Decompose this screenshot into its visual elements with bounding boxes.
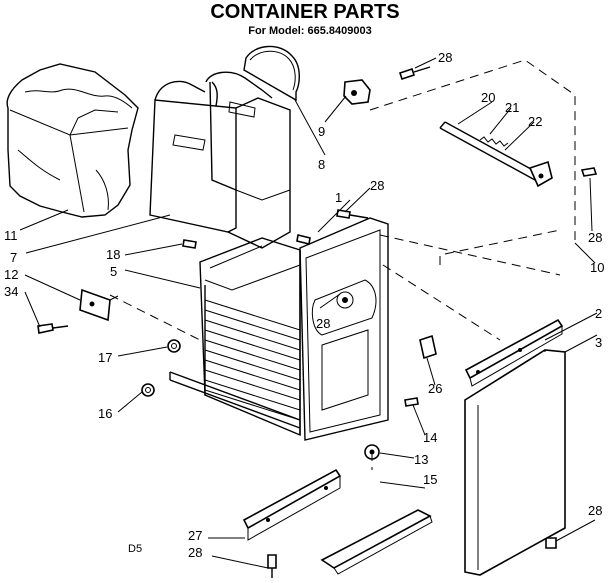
callout-10: 10 bbox=[590, 260, 604, 275]
callout-28-door: 28 bbox=[588, 503, 602, 518]
diagram-code: D5 bbox=[128, 543, 142, 555]
screw-part-18 bbox=[182, 239, 197, 249]
leader-lines bbox=[19, 57, 598, 569]
callout-28-top: 28 bbox=[438, 50, 452, 65]
callout-28-mid: 28 bbox=[370, 178, 384, 193]
callout-18: 18 bbox=[106, 247, 120, 262]
callout-27: 27 bbox=[188, 528, 202, 543]
handle-part-27 bbox=[320, 509, 433, 575]
hinge-bracket-part bbox=[343, 79, 371, 105]
screw-part-1 bbox=[296, 234, 311, 245]
drawer-tray-part bbox=[242, 468, 342, 541]
callout-labels: 28 9 8 20 21 22 1 28 11 7 18 5 12 34 17 … bbox=[4, 50, 604, 560]
screw-part-34 bbox=[37, 323, 69, 334]
door-seal-ring-part bbox=[243, 45, 300, 102]
callout-11: 11 bbox=[4, 228, 18, 243]
callout-28-inner: 28 bbox=[316, 316, 330, 331]
bag-retainer-part bbox=[149, 71, 291, 249]
callout-5: 5 bbox=[110, 264, 117, 279]
screw-bottom-right bbox=[545, 537, 557, 549]
callout-2: 2 bbox=[595, 306, 602, 321]
callout-34: 34 bbox=[4, 284, 18, 299]
door-track-part bbox=[464, 318, 564, 387]
model-number: For Model: 665.8409003 bbox=[248, 25, 372, 37]
callout-9: 9 bbox=[318, 124, 325, 139]
callout-1: 1 bbox=[335, 190, 342, 205]
screw-right bbox=[580, 167, 598, 177]
callout-20: 20 bbox=[481, 90, 495, 105]
callout-12: 12 bbox=[4, 267, 18, 282]
cabinet-frame-part bbox=[199, 237, 301, 437]
callout-17: 17 bbox=[98, 350, 112, 365]
callout-16: 16 bbox=[98, 406, 112, 421]
callout-22: 22 bbox=[528, 114, 542, 129]
slide-rail-part bbox=[169, 371, 301, 429]
callout-3: 3 bbox=[595, 335, 602, 350]
front-door-panel-part bbox=[464, 349, 566, 576]
nut-part-17 bbox=[167, 339, 181, 353]
callout-15: 15 bbox=[423, 472, 437, 487]
linkage-arm-part bbox=[439, 121, 553, 188]
diagram-title: CONTAINER PARTS bbox=[210, 1, 399, 23]
callout-28-bottom: 28 bbox=[188, 545, 202, 560]
callout-7: 7 bbox=[10, 250, 17, 265]
container-bag-part bbox=[6, 63, 139, 218]
nut-part-16 bbox=[141, 383, 155, 397]
callout-21: 21 bbox=[505, 100, 519, 115]
clip-part-26 bbox=[419, 334, 437, 360]
callout-8: 8 bbox=[318, 157, 325, 172]
callout-14: 14 bbox=[423, 430, 437, 445]
screw-mid bbox=[336, 209, 369, 219]
callout-28-right: 28 bbox=[588, 230, 602, 245]
alignment-lines bbox=[109, 59, 576, 470]
callout-26: 26 bbox=[428, 381, 442, 396]
callout-13: 13 bbox=[414, 452, 428, 467]
screw-part-14 bbox=[404, 397, 419, 407]
side-bracket-part bbox=[79, 288, 119, 322]
screw-bottom-left bbox=[267, 554, 277, 578]
rear-panel-part bbox=[299, 217, 389, 441]
screw-top bbox=[398, 66, 431, 81]
